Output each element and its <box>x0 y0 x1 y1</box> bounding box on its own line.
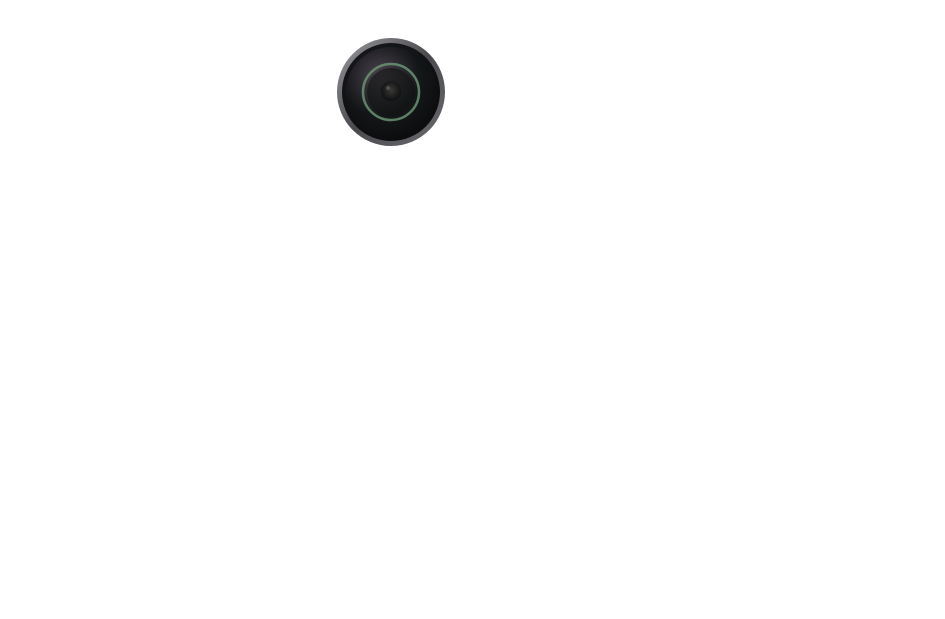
camera-lens-icon <box>337 38 445 146</box>
lens-pupil <box>381 81 401 101</box>
lens-inner-ring <box>361 62 421 122</box>
lens-highlight <box>386 86 390 90</box>
